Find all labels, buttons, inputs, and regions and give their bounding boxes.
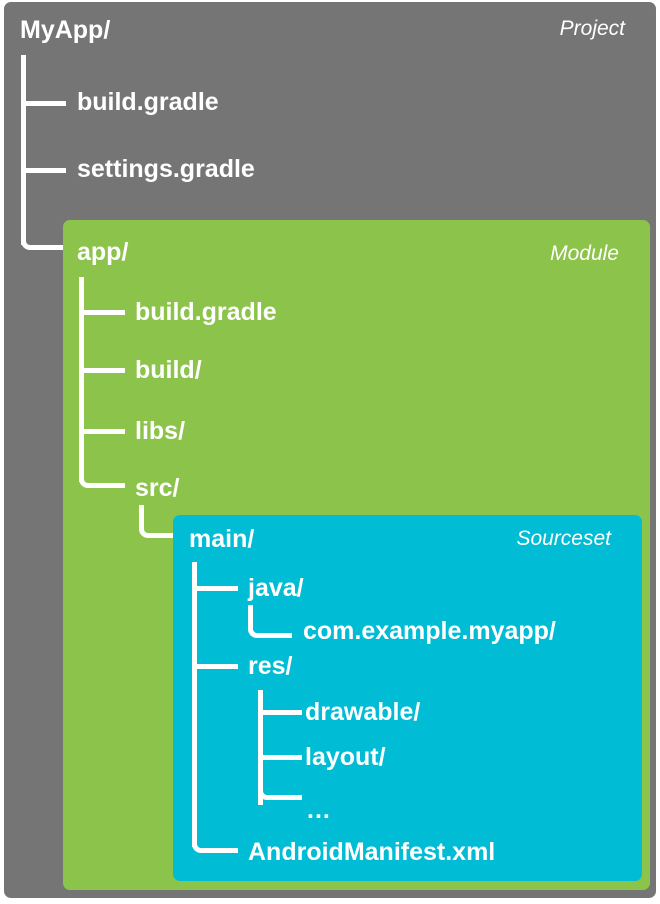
- tree-node-src: src/: [135, 474, 180, 502]
- project-badge: Project: [559, 17, 625, 40]
- project-trunk-line: [21, 55, 26, 245]
- java-branch-package: [248, 605, 292, 638]
- tree-node-package: com.example.myapp/: [303, 617, 556, 645]
- src-branch-main: [139, 505, 179, 538]
- res-branch-layout: [258, 755, 302, 760]
- tree-node-layout: layout/: [305, 743, 386, 771]
- tree-node-res-more: ...: [307, 796, 331, 824]
- sourceset-panel: [173, 515, 642, 881]
- sourceset-badge: Sourceset: [516, 527, 611, 550]
- sourceset-branch-res: [192, 664, 238, 669]
- tree-node-drawable: drawable/: [305, 698, 421, 726]
- project-branch-settings-gradle: [21, 168, 66, 173]
- sourceset-trunk-line: [192, 562, 197, 847]
- tree-node-res: res/: [248, 652, 293, 680]
- tree-node-build-dir: build/: [135, 356, 202, 384]
- tree-node-settings-gradle: settings.gradle: [77, 155, 255, 183]
- project-branch-build-gradle: [21, 101, 66, 106]
- sourceset-branch-manifest: [192, 805, 238, 853]
- tree-node-libs: libs/: [135, 417, 186, 445]
- tree-node-main: main/: [189, 525, 255, 553]
- tree-node-android-manifest: AndroidManifest.xml: [248, 838, 496, 866]
- project-branch-app: [21, 200, 66, 250]
- tree-node-java: java/: [248, 574, 304, 602]
- tree-node-module-build-gradle: build.gradle: [135, 298, 277, 326]
- res-trunk-line: [258, 690, 263, 805]
- module-badge: Module: [550, 242, 619, 265]
- module-branch-src: [79, 440, 125, 488]
- res-branch-more: [258, 765, 302, 800]
- tree-node-myapp: MyApp/: [20, 16, 111, 44]
- module-branch-build-gradle: [79, 310, 125, 315]
- tree-node-app: app/: [77, 238, 129, 266]
- sourceset-branch-java: [192, 586, 238, 591]
- module-trunk-line: [79, 277, 84, 482]
- module-branch-build: [79, 368, 125, 373]
- tree-node-project-build-gradle: build.gradle: [77, 88, 219, 116]
- res-branch-drawable: [258, 710, 302, 715]
- module-branch-libs: [79, 429, 125, 434]
